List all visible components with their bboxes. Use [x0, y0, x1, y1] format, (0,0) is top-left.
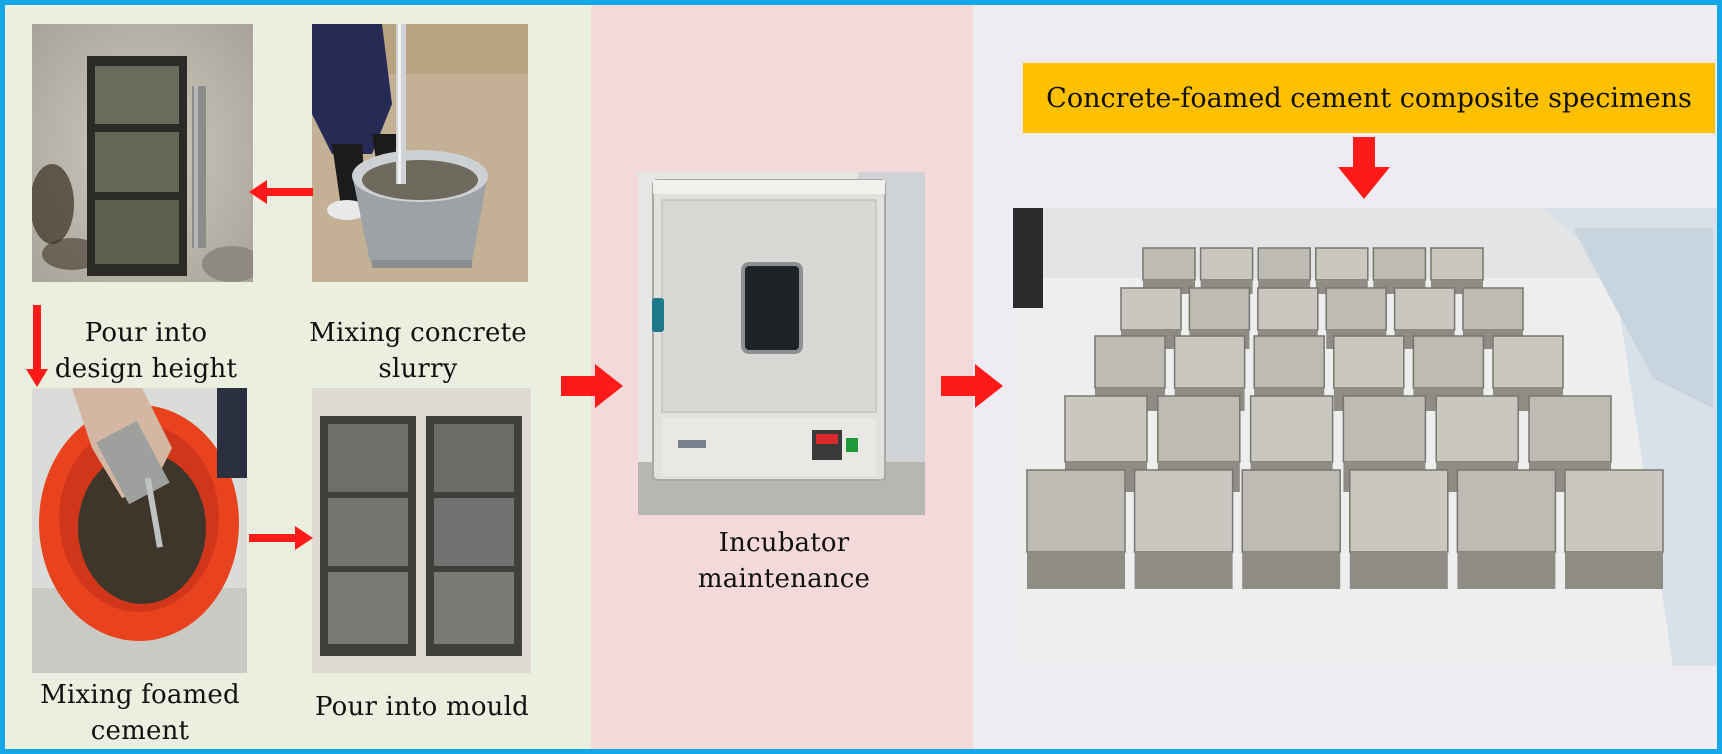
specimen-block-top	[1094, 335, 1166, 389]
arrow-down-icon	[26, 305, 48, 387]
specimen-block-top	[1564, 469, 1664, 553]
photo-pour-into-mould	[312, 388, 531, 673]
label-pour-into-mould: Pour into mould	[315, 692, 529, 722]
photo-mould-design-height	[32, 24, 253, 282]
block-arrow-right-icon	[561, 364, 623, 408]
specimen-block-top	[1173, 335, 1246, 389]
specimen-block-top	[1412, 335, 1485, 389]
specimen-block-top	[1492, 335, 1564, 389]
specimen-block-side	[1242, 552, 1341, 589]
specimen-block-side	[1565, 552, 1663, 589]
specimen-block-top	[1325, 287, 1387, 331]
photo-composite-specimens	[1013, 208, 1717, 666]
specimens-banner-text: Concrete-foamed cement composite specime…	[1046, 82, 1692, 114]
photo-mixing-foamed-cement	[32, 388, 247, 673]
specimen-block-top	[1249, 395, 1334, 463]
label-pour-into-design-height: Pour into design height	[54, 318, 238, 384]
specimen-block-top	[1257, 287, 1319, 331]
specimen-block-top	[1462, 287, 1524, 331]
specimen-block-side	[1134, 552, 1233, 589]
specimens-banner: Concrete-foamed cement composite specime…	[1023, 63, 1715, 133]
specimen-block-top	[1342, 395, 1427, 463]
specimen-block-top	[1456, 469, 1557, 553]
specimen-block-side	[1027, 552, 1125, 589]
specimen-block-top	[1064, 395, 1148, 463]
specimen-block-top	[1241, 469, 1341, 553]
specimen-block-top	[1372, 247, 1427, 281]
specimen-block-top	[1026, 469, 1126, 553]
specimen-block-top	[1199, 247, 1254, 281]
photo-mixing-concrete-slurry	[312, 24, 528, 282]
specimen-block-top	[1142, 247, 1196, 281]
arrow-right-icon	[249, 526, 313, 550]
label-mixing-foamed-cement: Mixing foamed cement	[40, 680, 240, 746]
specimen-block-side	[1349, 552, 1448, 589]
specimen-block-top	[1120, 287, 1182, 331]
specimen-block-top	[1188, 287, 1251, 331]
specimen-block-top	[1157, 395, 1241, 463]
specimen-block-side	[1457, 552, 1556, 589]
specimen-block-top	[1435, 395, 1519, 463]
specimen-block-top	[1257, 247, 1311, 281]
specimen-block-top	[1315, 247, 1369, 281]
specimen-block-top	[1253, 335, 1325, 389]
specimen-block-top	[1349, 469, 1449, 553]
specimen-block-top	[1528, 395, 1612, 463]
arrow-left-icon	[249, 180, 313, 204]
specimen-block-top	[1393, 287, 1456, 331]
block-arrow-down-icon	[1338, 137, 1390, 199]
specimen-block-top	[1133, 469, 1234, 553]
specimen-block-top	[1430, 247, 1484, 281]
block-arrow-right-icon-2	[941, 364, 1003, 408]
label-incubator-maintenance: Incubator maintenance	[697, 528, 871, 594]
photo-incubator	[638, 172, 925, 515]
specimen-block-top	[1333, 335, 1405, 389]
label-mixing-concrete-slurry: Mixing concrete slurry	[309, 318, 527, 384]
